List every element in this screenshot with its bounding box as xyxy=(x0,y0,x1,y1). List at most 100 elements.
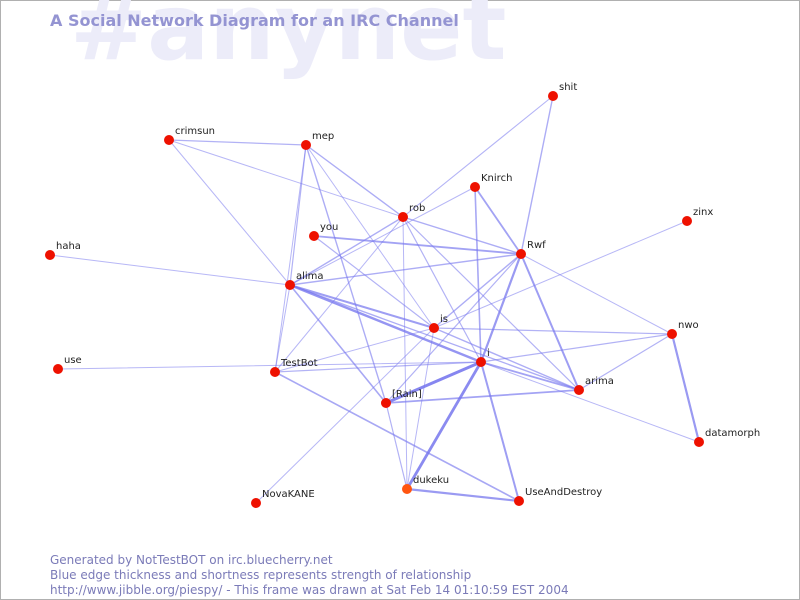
node-you[interactable]: you xyxy=(309,222,338,241)
edge-dukeku-UseAndDestroy xyxy=(405,487,521,503)
edge-Knirch-Rwf xyxy=(474,186,522,255)
node-label-TestBot: TestBot xyxy=(280,358,318,369)
node-label-you: you xyxy=(320,222,338,233)
edge-Rwf-i xyxy=(479,252,523,364)
edge-you-Rwf xyxy=(313,235,522,255)
edge-mep-alima xyxy=(289,144,307,286)
edge-alima-arima xyxy=(289,284,580,391)
node-NovaKANE[interactable]: NovaKANE xyxy=(251,489,315,508)
node-dot-use[interactable] xyxy=(53,364,63,374)
node-label-Knirch: Knirch xyxy=(481,173,512,184)
edge-Knirch-i xyxy=(474,186,482,363)
edge-nwo-datamorph xyxy=(670,332,701,444)
channel-watermark: #anynet xyxy=(70,0,507,81)
node-dot-rob[interactable] xyxy=(398,212,408,222)
node-label-Rain: [Rain] xyxy=(392,389,422,400)
node-label-shit: shit xyxy=(559,82,577,93)
node-alima[interactable]: alima xyxy=(285,271,324,290)
node-rob[interactable]: rob xyxy=(398,203,425,222)
node-dot-UseAndDestroy[interactable] xyxy=(514,496,524,506)
node-dot-shit[interactable] xyxy=(548,91,558,101)
node-Rain[interactable]: [Rain] xyxy=(381,389,422,408)
node-label-rob: rob xyxy=(409,203,425,214)
node-dot-Rwf[interactable] xyxy=(516,249,526,259)
node-label-haha: haha xyxy=(56,241,81,252)
node-crimsun[interactable]: crimsun xyxy=(164,126,215,145)
node-dukeku[interactable]: dukeku xyxy=(402,475,449,494)
node-mep[interactable]: mep xyxy=(301,131,334,150)
edge-crimsun-alima xyxy=(168,139,291,286)
node-dot-zinx[interactable] xyxy=(682,216,692,226)
edge-crimsun-mep xyxy=(168,139,307,146)
node-label-Rwf: Rwf xyxy=(527,240,546,251)
node-label-is: is xyxy=(440,314,448,325)
edge-Rwf-alima xyxy=(289,253,522,286)
node-datamorph[interactable]: datamorph xyxy=(694,428,760,447)
node-label-NovaKANE: NovaKANE xyxy=(262,489,315,500)
node-UseAndDestroy[interactable]: UseAndDestroy xyxy=(514,487,602,506)
edge-mep-rob xyxy=(305,144,404,218)
node-zinx[interactable]: zinx xyxy=(682,207,713,226)
node-dot-TestBot[interactable] xyxy=(270,367,280,377)
node-arima[interactable]: arima xyxy=(574,376,614,395)
edge-mep-Rain xyxy=(305,144,387,404)
node-label-UseAndDestroy: UseAndDestroy xyxy=(525,487,602,498)
node-haha[interactable]: haha xyxy=(45,241,81,260)
node-label-datamorph: datamorph xyxy=(705,428,760,439)
node-dot-arima[interactable] xyxy=(574,385,584,395)
edge-you-is xyxy=(313,235,435,329)
edge-arima-Rain xyxy=(385,389,580,404)
edge-i-use xyxy=(57,361,482,370)
node-dot-haha[interactable] xyxy=(45,250,55,260)
node-label-zinx: zinx xyxy=(693,207,713,218)
edge-shit-rob xyxy=(402,95,554,218)
edge-rob-alima xyxy=(289,216,404,286)
page-title: A Social Network Diagram for an IRC Chan… xyxy=(50,11,459,30)
node-dot-mep[interactable] xyxy=(301,140,311,150)
node-is[interactable]: is xyxy=(429,314,448,333)
node-label-arima: arima xyxy=(585,376,614,387)
node-dot-alima[interactable] xyxy=(285,280,295,290)
node-use[interactable]: use xyxy=(53,355,82,374)
edge-shit-Rwf xyxy=(520,95,554,255)
edge-crimsun-rob xyxy=(168,139,404,218)
edge-i-dukeku xyxy=(405,360,483,491)
edge-is-arima xyxy=(433,327,580,391)
node-Rwf[interactable]: Rwf xyxy=(516,240,546,259)
edge-is-dukeku xyxy=(406,327,435,490)
edge-Knirch-alima xyxy=(289,186,476,286)
edge-rob-Rwf xyxy=(402,216,522,255)
node-shit[interactable]: shit xyxy=(548,82,577,101)
node-dot-Knirch[interactable] xyxy=(470,182,480,192)
edges-layer xyxy=(49,95,701,504)
edge-i-datamorph xyxy=(480,361,700,443)
node-label-use: use xyxy=(64,355,82,366)
edge-haha-alima xyxy=(49,254,291,286)
node-label-i: i xyxy=(487,348,490,359)
node-Knirch[interactable]: Knirch xyxy=(470,173,512,192)
edge-TestBot-UseAndDestroy xyxy=(274,371,520,502)
node-dot-i[interactable] xyxy=(476,357,486,367)
node-dot-Rain[interactable] xyxy=(381,398,391,408)
node-dot-NovaKANE[interactable] xyxy=(251,498,261,508)
edge-i-Rain xyxy=(384,360,483,405)
edge-i-UseAndDestroy xyxy=(480,361,520,502)
node-dot-dukeku[interactable] xyxy=(402,484,412,494)
node-i[interactable]: i xyxy=(476,348,490,367)
edge-Rwf-is xyxy=(433,253,522,329)
node-dot-crimsun[interactable] xyxy=(164,135,174,145)
edge-i-arima xyxy=(480,361,580,391)
node-label-mep: mep xyxy=(312,131,334,142)
node-dot-nwo[interactable] xyxy=(667,329,677,339)
node-dot-you[interactable] xyxy=(309,231,319,241)
footer-url-timestamp: http://www.jibble.org/piespy/ - This fra… xyxy=(50,583,569,597)
edge-is-NovaKANE xyxy=(255,327,435,504)
node-label-crimsun: crimsun xyxy=(175,126,215,137)
node-dot-datamorph[interactable] xyxy=(694,437,704,447)
node-nwo[interactable]: nwo xyxy=(667,320,699,339)
node-label-dukeku: dukeku xyxy=(413,475,449,486)
edge-rob-dukeku xyxy=(402,216,408,490)
node-TestBot[interactable]: TestBot xyxy=(270,358,318,377)
node-dot-is[interactable] xyxy=(429,323,439,333)
